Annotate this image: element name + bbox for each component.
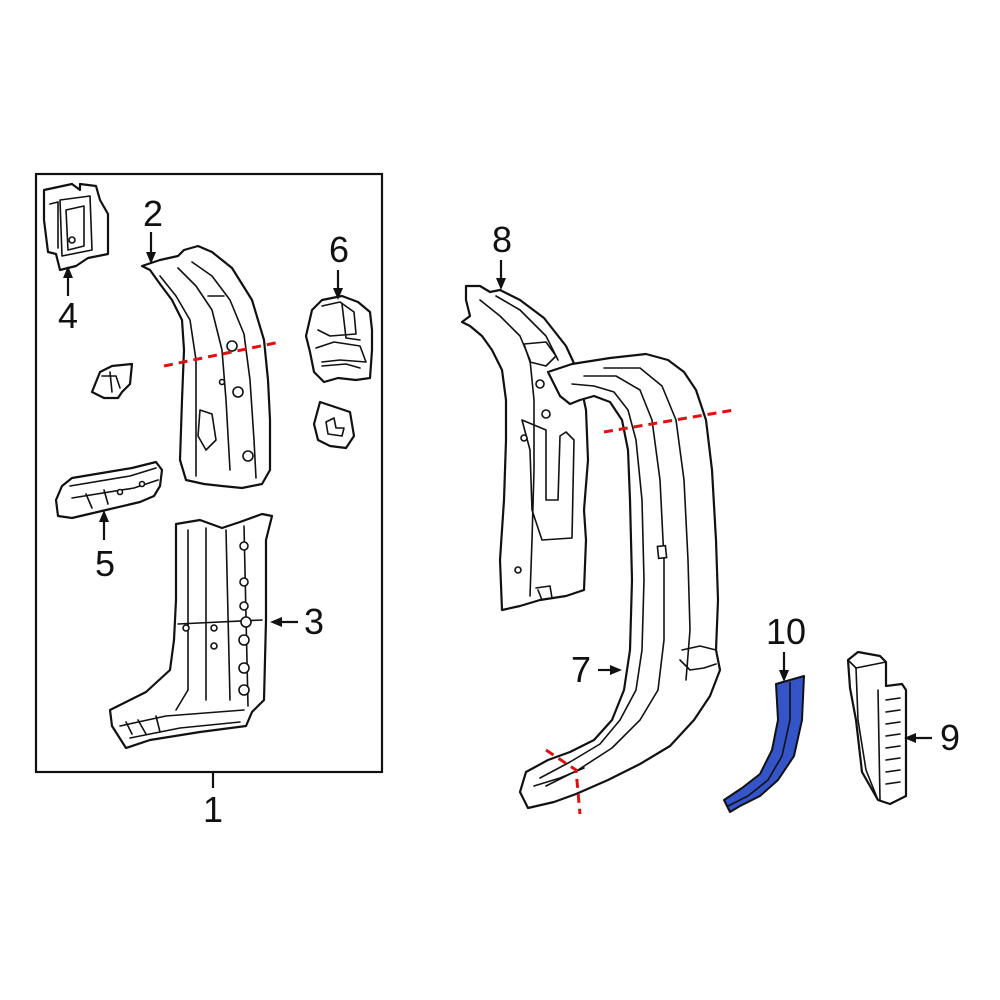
- part-6-bracket[interactable]: [304, 294, 374, 384]
- part-3-lower-pillar[interactable]: [108, 512, 274, 750]
- cut-line-7-upper: [603, 408, 735, 434]
- callout-8[interactable]: 8: [492, 219, 512, 260]
- callout-6[interactable]: 6: [329, 229, 349, 270]
- callout-3[interactable]: 3: [304, 601, 324, 642]
- cut-line-2: [163, 340, 281, 368]
- part-9-bracket[interactable]: [846, 650, 908, 806]
- callout-2[interactable]: 2: [143, 193, 163, 234]
- cut-line-7-lower: [545, 748, 582, 815]
- part-2-upper-pillar[interactable]: [140, 244, 272, 490]
- part-4-bracket[interactable]: [42, 182, 110, 272]
- small-gusset: [90, 362, 134, 400]
- part-10-highlighted[interactable]: [723, 675, 805, 813]
- callout-5[interactable]: 5: [95, 543, 115, 584]
- assembly-1-box: [34, 172, 384, 774]
- callout-1[interactable]: 1: [203, 789, 223, 830]
- callout-4[interactable]: 4: [58, 295, 78, 336]
- part-8-inner-pillar[interactable]: [460, 284, 590, 612]
- callout-10[interactable]: 10: [766, 611, 806, 652]
- callout-9[interactable]: 9: [940, 717, 960, 758]
- small-plate: [312, 400, 356, 450]
- part-5-reinforcement[interactable]: [54, 460, 164, 520]
- callout-7[interactable]: 7: [571, 649, 591, 690]
